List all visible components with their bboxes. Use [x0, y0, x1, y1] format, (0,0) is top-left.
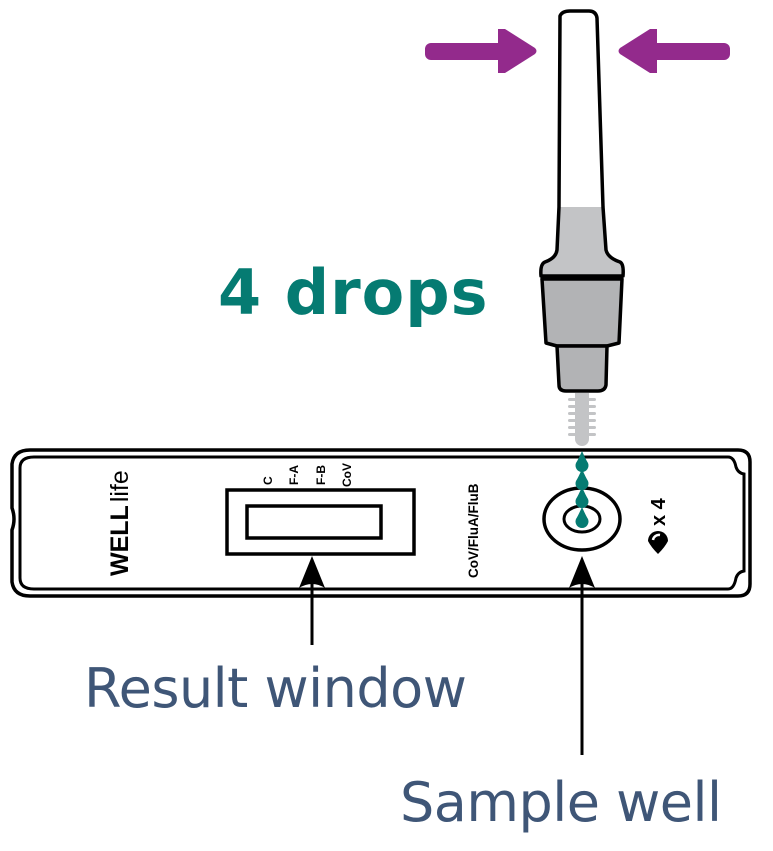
- test-name-label: CoV/FluA/FluB: [466, 483, 481, 579]
- sample-well-label: Sample well: [400, 771, 722, 834]
- drop-1: [575, 451, 589, 472]
- line-label-fa: F-A: [287, 465, 301, 485]
- line-label-fb: F-B: [314, 465, 328, 485]
- squeeze-arrow-left-icon: [425, 29, 537, 73]
- dropper-bottle: [539, 9, 625, 446]
- cassette-inner: [18, 455, 746, 591]
- drop-icon: [648, 531, 668, 554]
- result-window-pointer: [299, 556, 325, 645]
- result-window-label: Result window: [84, 657, 467, 720]
- line-label-c: C: [261, 476, 275, 485]
- squeeze-arrow-right-icon: [618, 29, 730, 73]
- dropper-nozzle: [568, 393, 596, 446]
- drop-2: [575, 469, 589, 490]
- result-window-strip: [245, 504, 383, 540]
- brand-light: life: [106, 470, 134, 503]
- falling-drops: [575, 451, 589, 528]
- drop-4: [575, 507, 589, 528]
- sample-well-pointer: [569, 556, 595, 755]
- brand-logo: WELLlife: [106, 470, 134, 576]
- brand-bold: WELL: [106, 505, 134, 576]
- drop-multiplier-label: x 4: [648, 498, 670, 526]
- drop-3: [575, 487, 589, 508]
- line-label-cov: CoV: [340, 463, 354, 487]
- drop-count-label: 4 drops: [218, 256, 489, 329]
